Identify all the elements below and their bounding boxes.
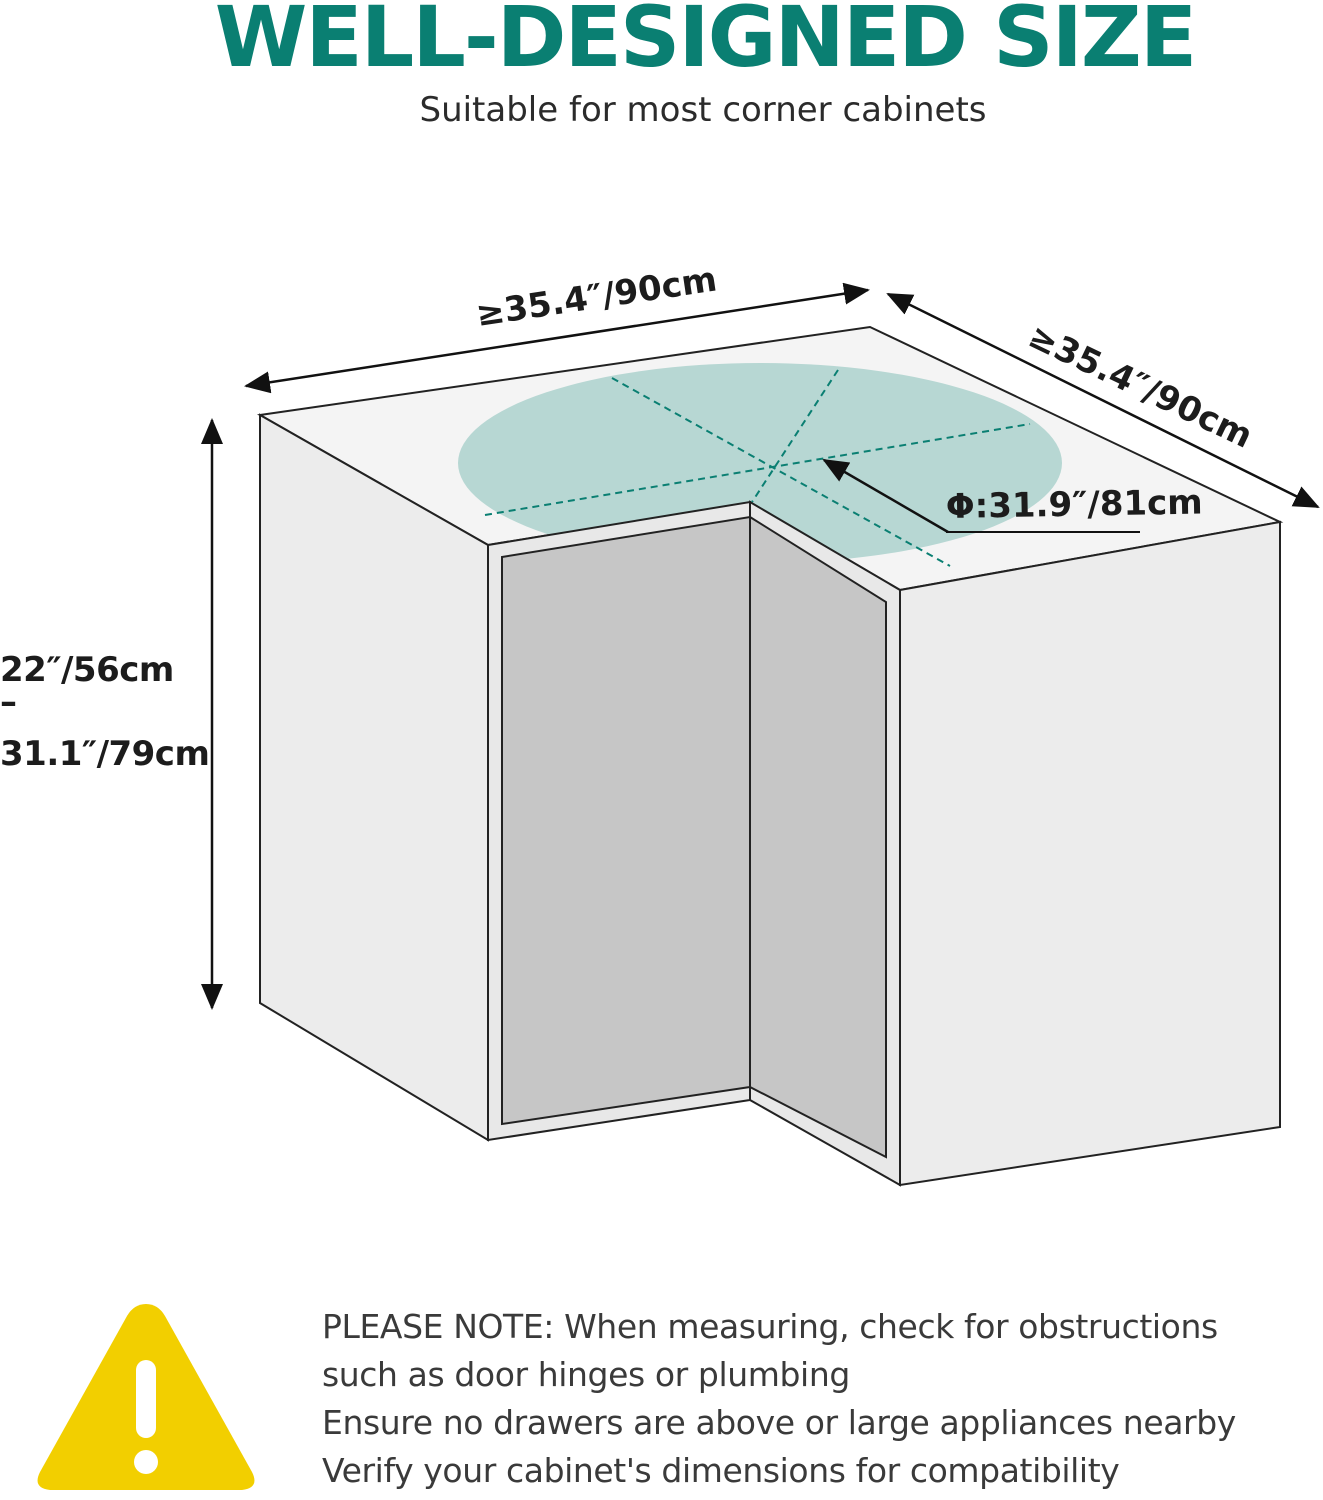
note-line: PLEASE NOTE: When measuring, check for o… [322, 1307, 1218, 1346]
cabinet-right-side [899, 520, 1281, 1187]
width-right-arrow [886, 292, 1320, 509]
height-min: 22″/56cm [0, 650, 174, 690]
height-separator: – [0, 682, 17, 722]
width-left-label: ≥35.4″/90cm [473, 259, 719, 334]
page-title: WELL-DESIGNED SIZE [214, 0, 1197, 86]
diameter-leader [822, 458, 949, 534]
corner-cabinet-diagram: ≥35.4″/90cm ≥35.4″/90cm Φ:31.9″/81cm [201, 259, 1320, 1187]
note-line: Ensure no drawers are above or large app… [322, 1403, 1236, 1442]
door-panel-left [501, 515, 751, 1126]
width-left-arrow [244, 282, 870, 394]
door-panel-right [749, 515, 887, 1159]
note-line: Verify your cabinet's dimensions for com… [322, 1451, 1120, 1490]
warning-triangle-icon [37, 1304, 255, 1490]
height-range-label: 22″/56cm – 31.1″/79cm [0, 648, 210, 776]
measurement-note: PLEASE NOTE: When measuring, check for o… [322, 1303, 1322, 1495]
height-max: 31.1″/79cm [0, 734, 210, 774]
note-line: such as door hinges or plumbing [322, 1355, 850, 1394]
turntable-guide-line [611, 377, 951, 567]
diameter-label: Φ:31.9″/81cm [945, 483, 1203, 527]
page-subtitle: Suitable for most corner cabinets [419, 90, 987, 130]
